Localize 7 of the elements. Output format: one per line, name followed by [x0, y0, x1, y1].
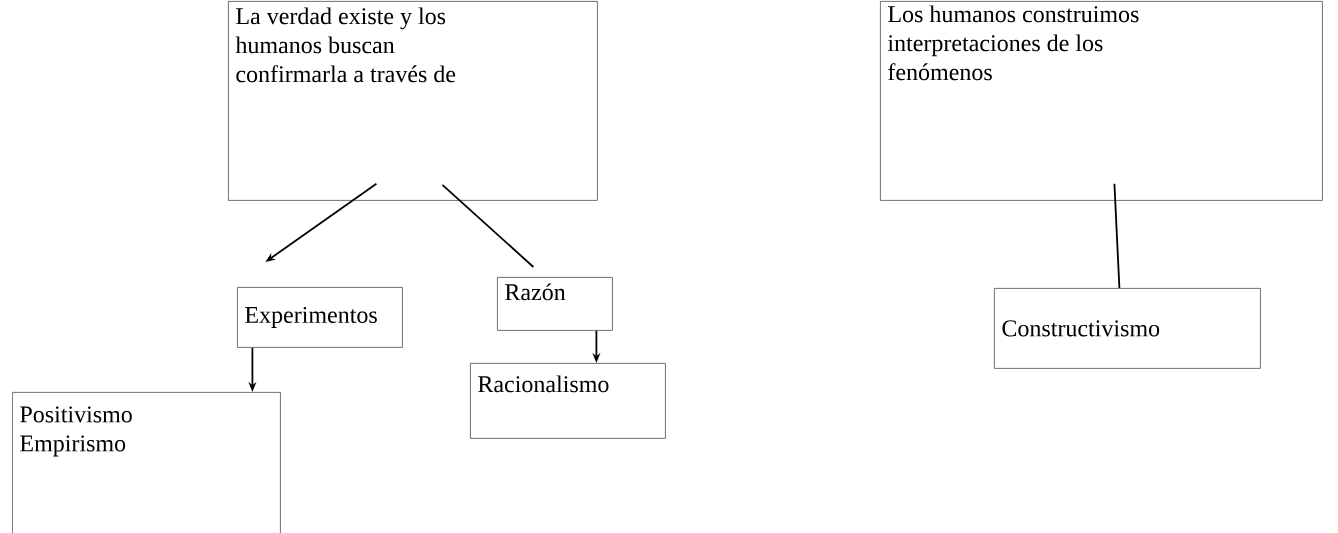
text-box: La verdad existe y los humanos buscan confirmarla a través de: [228, 1, 598, 201]
text-box: Constructivismo: [994, 288, 1261, 369]
text-box: Razón: [497, 277, 613, 331]
text-box: Experimentos: [237, 287, 403, 348]
text-box: Racionalismo: [470, 363, 666, 439]
text-box: Positivismo Empirismo: [12, 392, 281, 533]
text-box: Los humanos construimos interpretaciones de los fenómenos: [880, 1, 1323, 201]
